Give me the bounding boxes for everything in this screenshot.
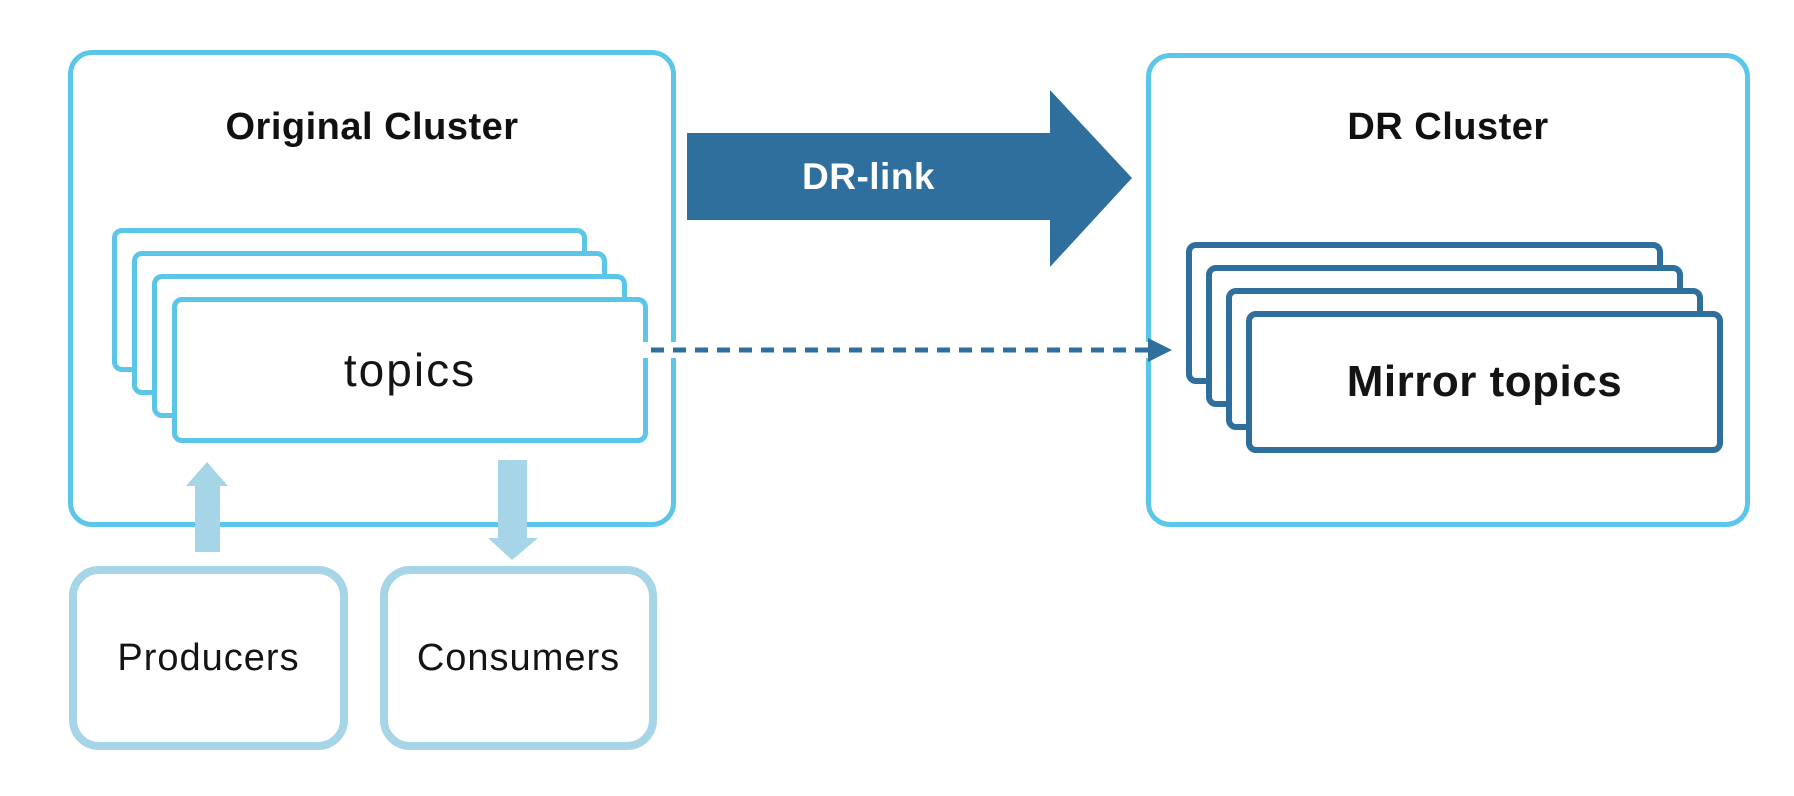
dr-link-label: DR-link — [802, 155, 935, 197]
mirror-topics-label: Mirror topics — [1346, 357, 1623, 406]
producers-label: Producers — [117, 636, 300, 679]
dr-cluster-title: DR Cluster — [1347, 106, 1549, 148]
producers-box: Producers — [69, 566, 348, 750]
consumers-label: Consumers — [416, 636, 621, 679]
topic-card-front: topics — [172, 297, 648, 443]
dashed-arrow-halo — [640, 342, 1174, 358]
consumers-box: Consumers — [380, 566, 657, 750]
topics-label: topics — [343, 344, 477, 396]
mirror-topic-card-front: Mirror topics — [1246, 311, 1723, 453]
original-cluster-title: Original Cluster — [225, 106, 519, 148]
